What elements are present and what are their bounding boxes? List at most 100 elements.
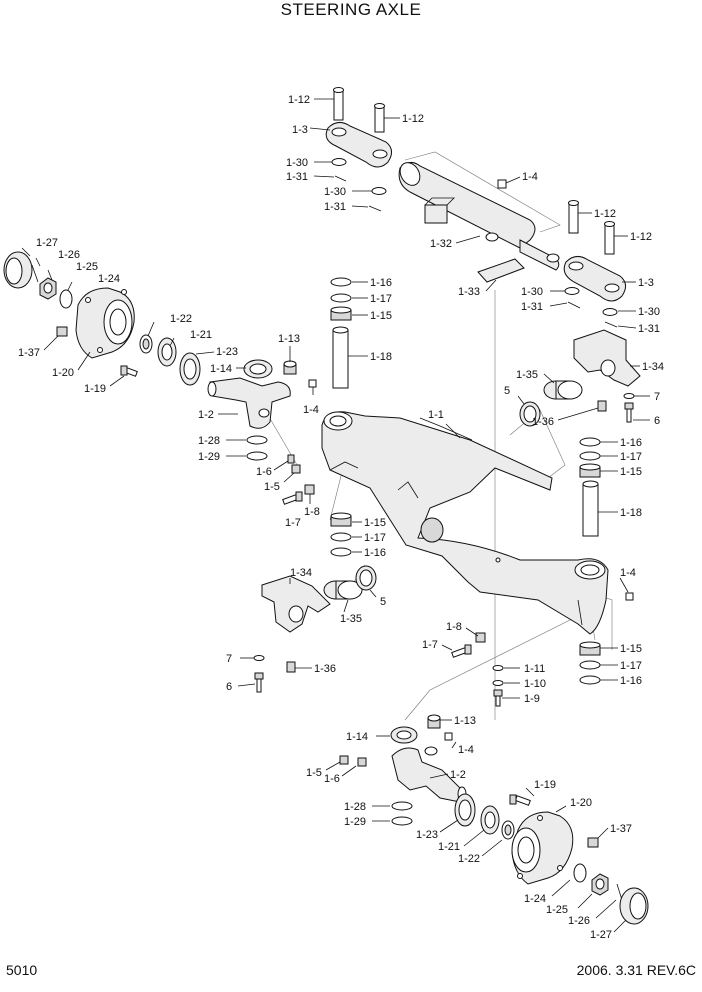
label-b10: 1-19 bbox=[84, 383, 106, 395]
label-h8: 1-9 bbox=[524, 693, 540, 705]
label-f1: 1-16 bbox=[620, 437, 642, 449]
label-b1: 1-27 bbox=[36, 237, 58, 249]
label-a3: 1-3 bbox=[292, 124, 308, 136]
seal-1-23-b bbox=[454, 793, 476, 827]
label-j3: 1-37 bbox=[610, 823, 632, 835]
label-c4: 1-2 bbox=[198, 409, 214, 421]
washer-7-b bbox=[253, 655, 265, 661]
label-i4: 1-5 bbox=[306, 767, 322, 779]
cotter-1-31-c bbox=[567, 301, 581, 309]
nut-1-13-b bbox=[427, 714, 441, 729]
label-i8: 1-29 bbox=[344, 816, 366, 828]
label-b4: 1-24 bbox=[98, 273, 120, 285]
washer-1-11 bbox=[492, 665, 504, 671]
label-a16: 1-30 bbox=[638, 306, 660, 318]
washer-1-30-b bbox=[371, 187, 387, 195]
kingpin-stack-left bbox=[330, 277, 352, 557]
label-h5: 1-16 bbox=[620, 675, 642, 687]
cap-1-16-a bbox=[330, 277, 352, 287]
label-a9: 1-12 bbox=[594, 208, 616, 220]
bearing-1-22-b bbox=[501, 820, 515, 840]
label-b6: 1-21 bbox=[190, 329, 212, 341]
nut-1-13 bbox=[283, 360, 297, 375]
label-f5: 1-4 bbox=[620, 567, 636, 579]
bearing-1-15-a bbox=[330, 306, 352, 321]
label-j2: 1-20 bbox=[570, 797, 592, 809]
bearing-1-15-c bbox=[579, 463, 601, 478]
label-d3: 1-15 bbox=[370, 310, 392, 322]
label-h2: 1-7 bbox=[422, 639, 438, 651]
axle-beam-1-1 bbox=[321, 411, 609, 635]
pin-1-12-c bbox=[568, 200, 579, 234]
label-j1: 1-19 bbox=[534, 779, 556, 791]
label-b5: 1-22 bbox=[170, 313, 192, 325]
label-f4: 1-18 bbox=[620, 507, 642, 519]
label-c2: 1-14 bbox=[210, 363, 232, 375]
bearing-1-22 bbox=[139, 334, 153, 354]
page-title: STEERING AXLE bbox=[280, 0, 422, 19]
stud-1-37 bbox=[56, 326, 68, 337]
bushing-1-35-a bbox=[543, 380, 583, 400]
label-c1: 1-13 bbox=[278, 333, 300, 345]
label-d4: 1-18 bbox=[370, 351, 392, 363]
pin-1-6-b bbox=[357, 757, 367, 767]
label-c5: 1-28 bbox=[198, 435, 220, 447]
bearing-1-14 bbox=[243, 359, 273, 379]
label-a12: 1-33 bbox=[458, 286, 480, 298]
label-a1: 1-12 bbox=[288, 94, 310, 106]
label-g1: 1-34 bbox=[290, 567, 312, 579]
cap-1-27 bbox=[3, 251, 33, 289]
bolt-1-19 bbox=[120, 365, 138, 377]
label-a8: 1-4 bbox=[522, 171, 538, 183]
cap-1-16-d bbox=[579, 675, 601, 685]
nut-1-25 bbox=[39, 277, 57, 300]
kingpin-1-18-a bbox=[332, 326, 349, 389]
bolt-1-4-a bbox=[497, 179, 507, 189]
label-i1: 1-13 bbox=[454, 715, 476, 727]
label-a17: 1-31 bbox=[638, 323, 660, 335]
label-d1: 1-16 bbox=[370, 277, 392, 289]
label-i11: 1-22 bbox=[458, 853, 480, 865]
bolt-1-5-b bbox=[339, 755, 349, 765]
label-a2: 1-12 bbox=[402, 113, 424, 125]
label-i2: 1-14 bbox=[346, 731, 368, 743]
label-g6: 6 bbox=[226, 681, 232, 693]
cotter-1-31-a bbox=[334, 175, 347, 182]
label-j7: 1-27 bbox=[590, 929, 612, 941]
cap-1-27-b bbox=[619, 887, 649, 925]
bolt-1-5 bbox=[291, 464, 301, 474]
revision-date: 2006. 3.31 REV.6C bbox=[576, 962, 696, 978]
bearing-1-15-b bbox=[330, 512, 352, 527]
label-j6: 1-26 bbox=[568, 915, 590, 927]
bolt-1-7 bbox=[282, 491, 303, 505]
shim-1-28-b bbox=[391, 801, 413, 811]
seal-1-17-b bbox=[330, 532, 352, 542]
label-h3: 1-15 bbox=[620, 643, 642, 655]
nut-1-25-b bbox=[591, 873, 609, 896]
bolt-6-b bbox=[254, 672, 264, 693]
right-hub-group bbox=[509, 794, 649, 925]
label-i6: 1-2 bbox=[450, 769, 466, 781]
label-b2: 1-26 bbox=[58, 249, 80, 261]
label-c7: 1-6 bbox=[256, 466, 272, 478]
label-c3: 1-4 bbox=[303, 404, 319, 416]
label-d5: 1-1 bbox=[428, 409, 444, 421]
label-c10: 1-7 bbox=[285, 517, 301, 529]
cotter-1-31-b bbox=[368, 205, 382, 212]
steering-cylinder-group bbox=[325, 87, 626, 328]
label-a4: 1-30 bbox=[286, 157, 308, 169]
plate-1-33 bbox=[477, 258, 525, 283]
label-d6: 1-15 bbox=[364, 517, 386, 529]
label-g2: 5 bbox=[380, 596, 386, 608]
stud-1-37-b bbox=[587, 837, 599, 848]
label-i7: 1-28 bbox=[344, 801, 366, 813]
washer-1-24 bbox=[59, 289, 73, 309]
bolt-6-a bbox=[624, 402, 634, 423]
label-b8: 1-20 bbox=[52, 367, 74, 379]
fitting-1-36-a bbox=[597, 400, 607, 412]
pin-1-12-b bbox=[374, 103, 385, 133]
seal-1-17-c bbox=[579, 451, 601, 461]
label-j4: 1-24 bbox=[524, 893, 546, 905]
label-b7: 1-37 bbox=[18, 347, 40, 359]
